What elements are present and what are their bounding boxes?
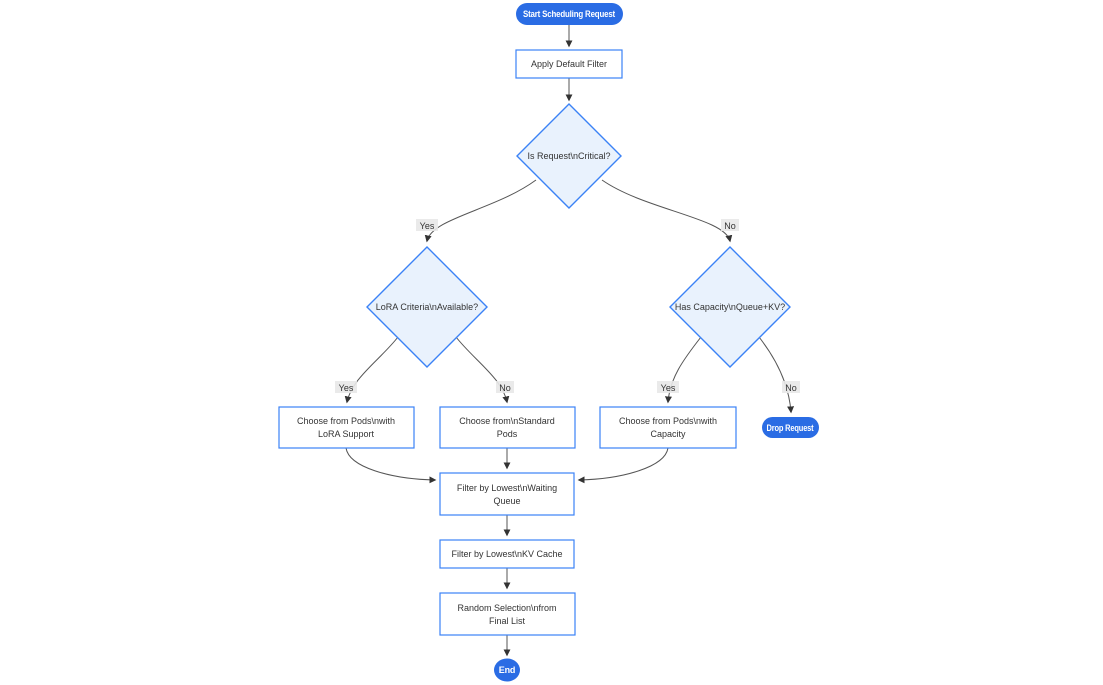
- svg-text:Pods: Pods: [497, 429, 518, 439]
- svg-text:End: End: [499, 665, 515, 675]
- node-choose-capacity-pods: Choose from Pods\nwith Capacity: [599, 406, 737, 449]
- node-filter-kv-cache: Filter by Lowest\nKV Cache: [439, 539, 575, 569]
- node-start: Start Scheduling Request: [516, 3, 623, 25]
- svg-text:Final List: Final List: [489, 616, 526, 626]
- edge-capacity-yes: [664, 336, 702, 404]
- node-choose-lora-pods: Choose from Pods\nwith LoRA Support: [278, 406, 415, 449]
- svg-text:Has Capacity\nQueue+KV?: Has Capacity\nQueue+KV?: [675, 302, 785, 312]
- nodes: Start Scheduling Request Apply Default F…: [278, 3, 819, 682]
- svg-text:Choose from Pods\nwith: Choose from Pods\nwith: [619, 416, 717, 426]
- node-has-capacity: Has Capacity\nQueue+KV?: [669, 246, 791, 368]
- node-choose-standard-pods: Choose from\nStandard Pods: [439, 406, 576, 449]
- edges: [344, 25, 795, 657]
- node-filter-waiting-queue: Filter by Lowest\nWaiting Queue: [439, 472, 575, 516]
- svg-text:Queue: Queue: [493, 496, 520, 506]
- svg-text:No: No: [785, 383, 797, 393]
- edge-capacity-no: [758, 336, 795, 414]
- edge-choose-lora-to-filter-queue: [345, 447, 437, 484]
- edge-label-lora-yes: Yes: [335, 381, 357, 393]
- edge-label-capacity-yes: Yes: [657, 381, 679, 393]
- svg-text:Apply Default Filter: Apply Default Filter: [531, 59, 607, 69]
- svg-text:No: No: [724, 221, 736, 231]
- svg-text:Start Scheduling Request: Start Scheduling Request: [523, 9, 615, 19]
- svg-text:Capacity: Capacity: [650, 429, 686, 439]
- node-drop-request: Drop Request: [762, 417, 819, 438]
- node-end: End: [494, 658, 520, 682]
- svg-text:Yes: Yes: [339, 383, 354, 393]
- node-apply-default-filter: Apply Default Filter: [515, 49, 623, 79]
- svg-text:No: No: [499, 383, 511, 393]
- svg-text:Filter by Lowest\nKV Cache: Filter by Lowest\nKV Cache: [451, 549, 562, 559]
- edge-label-critical-yes: Yes: [416, 219, 438, 231]
- edge-label-critical-no: No: [721, 219, 739, 231]
- edge-label-lora-no: No: [496, 381, 514, 393]
- edge-lora-yes: [344, 336, 399, 404]
- node-is-request-critical: Is Request\nCritical?: [516, 103, 622, 209]
- svg-text:Filter by Lowest\nWaiting: Filter by Lowest\nWaiting: [457, 483, 557, 493]
- edge-choose-capacity-to-filter-queue: [577, 447, 669, 484]
- svg-text:Random Selection\nfrom: Random Selection\nfrom: [457, 603, 556, 613]
- edge-lora-no: [455, 336, 510, 404]
- svg-text:Choose from Pods\nwith: Choose from Pods\nwith: [297, 416, 395, 426]
- edge-labels: Yes No Yes No Yes No: [335, 219, 800, 393]
- svg-text:Yes: Yes: [661, 383, 676, 393]
- svg-text:Yes: Yes: [420, 221, 435, 231]
- svg-text:Is Request\nCritical?: Is Request\nCritical?: [527, 151, 610, 161]
- node-lora-criteria-available: LoRA Criteria\nAvailable?: [366, 246, 488, 368]
- svg-text:Choose from\nStandard: Choose from\nStandard: [459, 416, 555, 426]
- edge-is-critical-yes: [424, 179, 537, 243]
- svg-text:LoRA Support: LoRA Support: [318, 429, 375, 439]
- node-random-selection: Random Selection\nfrom Final List: [439, 592, 576, 636]
- svg-text:LoRA Criteria\nAvailable?: LoRA Criteria\nAvailable?: [376, 302, 478, 312]
- edge-is-critical-no: [601, 179, 733, 243]
- svg-text:Drop Request: Drop Request: [767, 423, 814, 433]
- edge-label-capacity-no: No: [782, 381, 800, 393]
